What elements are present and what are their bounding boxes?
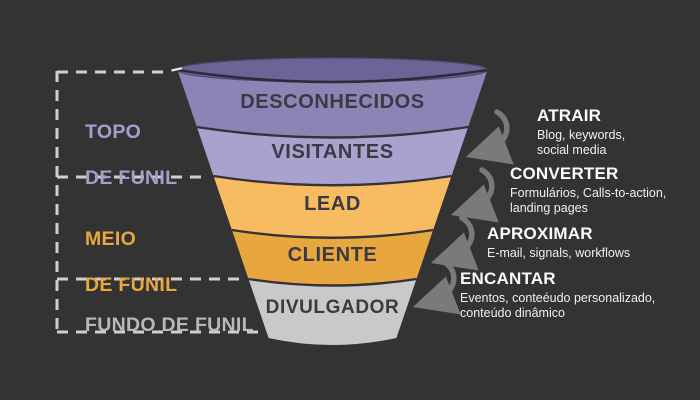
action-block-converter: CONVERTER Formulários, Calls-to-action, … <box>510 164 666 215</box>
curved-arrow-icon-2 <box>450 167 499 223</box>
funnel-rim-line <box>177 68 488 84</box>
action-desc-line: E-mail, signals, workflows <box>487 246 631 260</box>
stage-label-topo-de-funil: TOPO DE FUNIL <box>85 98 177 213</box>
funnel-stage-shape-visitantes <box>196 127 469 186</box>
action-title: CONVERTER <box>510 164 619 183</box>
stage-label-line: MEIO <box>85 228 137 250</box>
action-block-atrair: ATRAIR Blog, keywords, social media <box>537 106 625 157</box>
funnel-separators <box>196 125 469 287</box>
stage-label-line: TOPO <box>85 121 142 143</box>
action-title: ENCANTAR <box>460 269 556 288</box>
stage-label-fundo-de-funil: FUNDO DE FUNIL <box>85 291 254 360</box>
action-desc-line: social media <box>537 142 607 157</box>
stage-label-meio-de-funil: MEIO DE FUNIL <box>85 205 177 320</box>
funnel-stage-shape-lead <box>213 176 452 238</box>
curved-arrow-icon-3 <box>430 215 479 271</box>
action-desc-line: conteúdo dinâmico <box>460 305 565 320</box>
action-block-aproximar: APROXIMAR E-mail, signals, workflows <box>487 224 630 261</box>
stage-label-line: DE FUNIL <box>85 167 178 189</box>
funnel-stage-shape-desconhecidos <box>177 70 488 138</box>
funnel-stage-label-cliente: CLIENTE <box>287 244 378 266</box>
funnel-stage-shape-divulgador <box>248 279 417 345</box>
flow-arrows <box>412 109 514 315</box>
curved-arrow-icon-4 <box>412 259 461 315</box>
funnel-stage-label-lead: LEAD <box>304 193 361 215</box>
action-desc-line: Eventos, conteéudo personalizado, <box>460 291 656 305</box>
stage-label-line: FUNDO DE FUNIL <box>85 314 254 336</box>
funnel-stage-label-visitantes: VISITANTES <box>271 141 394 163</box>
funnel-stage-label-desconhecidos: DESCONHECIDOS <box>240 91 425 113</box>
funnel-top-opening <box>176 57 489 83</box>
funnel-stage-label-divulgador: DIVULGADOR <box>265 297 400 318</box>
action-desc-line: Formulários, Calls-to-action, <box>510 186 667 200</box>
stage-bracket <box>55 70 265 334</box>
action-desc-line: Blog, keywords, <box>537 128 626 142</box>
action-title: ATRAIR <box>537 106 602 125</box>
funnel-rim-highlight <box>171 67 183 72</box>
funnel-stage-shape-cliente <box>231 230 434 286</box>
stage-label-line: DE FUNIL <box>85 274 178 296</box>
action-block-encantar: ENCANTAR Eventos, conteéudo personalizad… <box>460 269 655 320</box>
curved-arrow-icon-1 <box>465 109 514 165</box>
action-title: APROXIMAR <box>487 224 593 243</box>
funnel-shape <box>171 57 489 345</box>
action-desc-line: landing pages <box>510 200 588 215</box>
